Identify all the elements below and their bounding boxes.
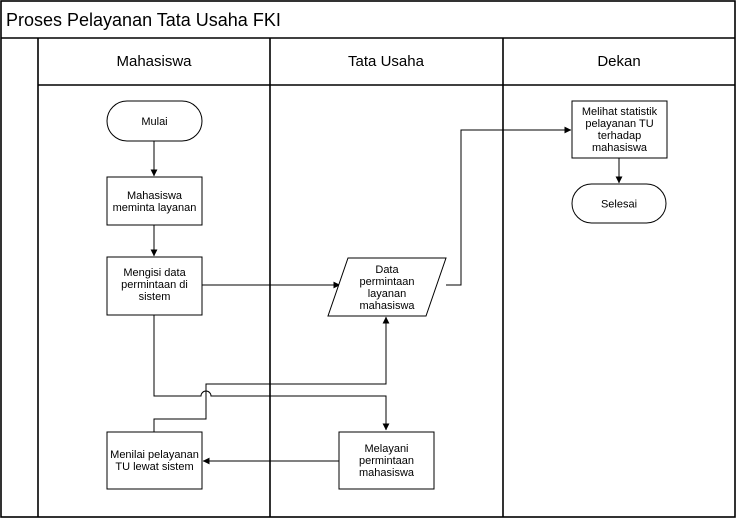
node-label-line: terhadap	[598, 130, 641, 142]
node-label-line: permintaan di	[121, 279, 188, 291]
process-shape	[338, 431, 435, 490]
connectors	[150, 126, 623, 465]
node-label-line: Mulai	[141, 116, 167, 128]
node-label-line: mahasiswa	[359, 467, 415, 479]
lane-header-tata-usaha: Tata Usaha	[348, 53, 425, 70]
terminal-mulai: Mulai	[106, 100, 203, 142]
process-shape	[571, 100, 668, 159]
terminal-shape	[106, 100, 203, 142]
node-label-line: Selesai	[601, 199, 637, 211]
process-shape	[106, 256, 203, 316]
node-label-line: mahasiswa	[592, 142, 648, 154]
node-label-line: layanan	[368, 288, 407, 300]
diagram-title: Proses Pelayanan Tata Usaha FKI	[6, 10, 281, 30]
node-label-line: Mengisi data	[123, 267, 186, 279]
node-label-line: Melayani	[364, 443, 408, 455]
node-label-line: Mahasiswa	[127, 190, 183, 202]
mulai-label: Mulai	[141, 116, 167, 128]
edge-menilai-to-data	[153, 316, 390, 432]
lane-header-dekan: Dekan	[597, 53, 640, 70]
terminal-selesai: Selesai	[571, 183, 667, 224]
node-label-line: sistem	[139, 291, 171, 303]
node-label-line: Menilai pelayanan	[110, 449, 199, 461]
process-shape	[106, 176, 203, 226]
node-label-line: mahasiswa	[359, 300, 415, 312]
node-label-line: Melihat statistik	[582, 106, 658, 118]
node-label-line: meminta layanan	[113, 202, 197, 214]
terminal-shape	[571, 183, 667, 224]
node-label-line: pelayanan TU	[585, 118, 653, 130]
node-label-line: permintaan	[359, 276, 414, 288]
lane-header-mahasiswa: Mahasiswa	[116, 53, 192, 70]
node-label-line: Data	[375, 264, 399, 276]
node-label-line: TU lewat sistem	[115, 461, 193, 473]
selesai-label: Selesai	[601, 199, 637, 211]
data-parallelogram-shape	[327, 257, 447, 317]
node-label-line: permintaan	[359, 455, 414, 467]
edge-data-to-melihat	[446, 126, 572, 286]
process-shape	[106, 431, 203, 490]
